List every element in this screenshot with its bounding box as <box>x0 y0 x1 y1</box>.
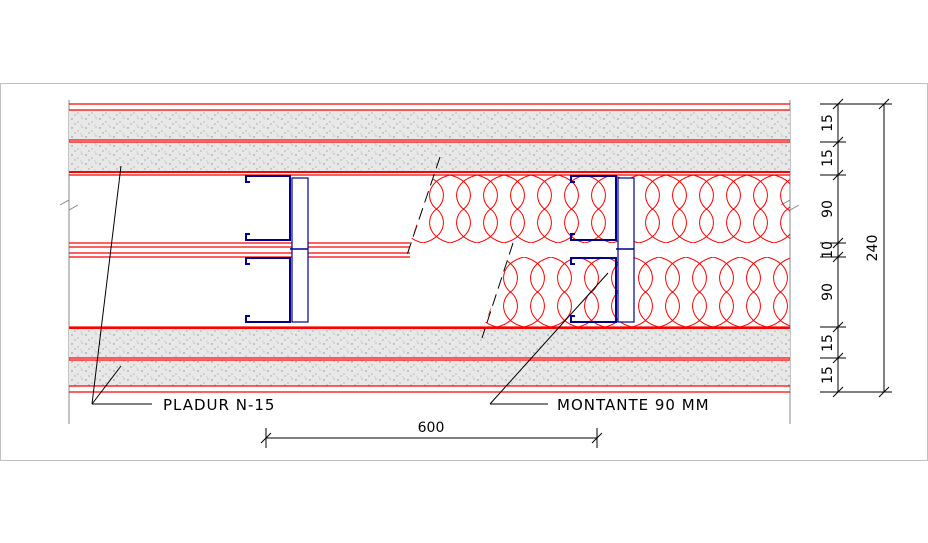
dim-total: 240 <box>865 235 881 262</box>
layer-lines <box>69 103 790 393</box>
insulation-upper <box>410 175 790 243</box>
vertical-dimensions <box>820 98 892 398</box>
dim-layer-2: 15 <box>820 149 836 167</box>
insulation-cut-lines <box>405 156 514 339</box>
board-bottom-inner <box>69 328 790 358</box>
stud-left <box>245 175 309 323</box>
dim-layer-4: 10 <box>820 241 836 259</box>
board-bottom-outer <box>69 360 790 386</box>
dim-layer-3: 90 <box>820 200 836 218</box>
insulation-lower <box>484 257 790 327</box>
board-top-outer <box>69 110 790 140</box>
dim-layer-1: 15 <box>820 114 836 132</box>
leader-lines <box>91 165 609 405</box>
dim-layer-6: 15 <box>820 334 836 352</box>
label-montante: MONTANTE 90 MM <box>557 396 710 414</box>
board-top-inner <box>69 142 790 172</box>
spacing-value: 600 <box>418 420 445 436</box>
board-layers <box>69 110 790 386</box>
dim-layer-7: 15 <box>820 366 836 384</box>
dim-layer-5: 90 <box>820 283 836 301</box>
spacing-dimension <box>260 428 603 448</box>
label-pladur: PLADUR N-15 <box>163 396 275 414</box>
stud-right <box>570 175 635 323</box>
